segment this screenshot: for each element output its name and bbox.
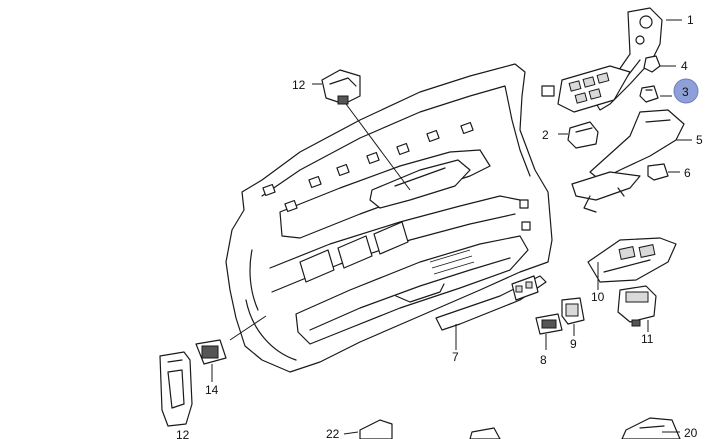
callout-8: 8: [540, 353, 547, 367]
part-3-screw: [639, 85, 659, 103]
callout-11: 11: [641, 332, 654, 346]
callout-20: 20: [684, 426, 698, 439]
part-6-cap: [647, 163, 669, 181]
door-trim-panel: [225, 63, 553, 373]
callout-9: 9: [570, 337, 577, 351]
part-11-switch-block: [617, 285, 657, 327]
leader-lines: [211, 19, 692, 435]
part-4-spring-clip: [643, 55, 661, 73]
part-20-housing: [621, 417, 681, 439]
callout-22: 22: [326, 427, 340, 439]
callout-1: 1: [687, 13, 694, 27]
part-12-lower-bezel: [159, 351, 193, 427]
part-9-switch: [561, 297, 585, 325]
callout-7: 7: [452, 350, 459, 364]
callout-6: 6: [684, 166, 691, 180]
callout-5: 5: [696, 133, 703, 147]
callout-12-upper: 12: [292, 78, 306, 92]
part-14-mirror-switch: [195, 339, 227, 365]
callout-12-lower: 12: [176, 428, 190, 439]
part-5-pull-handle-trim: [571, 109, 685, 213]
part-12-upper-clip: [321, 69, 411, 191]
callout-3-highlight: [673, 78, 699, 104]
callout-10: 10: [591, 290, 605, 304]
part-2-window-switch-panel: [541, 65, 631, 149]
part-7-trim-strip: [435, 275, 547, 331]
part-8-switch: [535, 313, 563, 335]
callout-14: 14: [205, 383, 219, 397]
callout-3: 3: [682, 85, 689, 99]
callout-4: 4: [681, 59, 688, 73]
part-10-switch-tray: [587, 237, 677, 283]
callout-2: 2: [542, 128, 549, 142]
part-22-bracket: [359, 419, 501, 439]
